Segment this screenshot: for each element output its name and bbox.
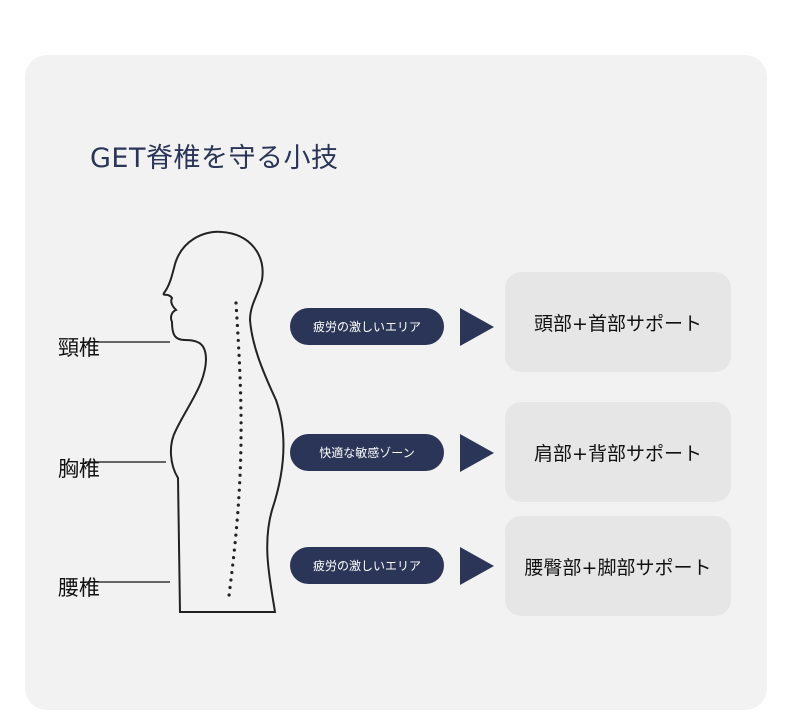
- spine-dot: [236, 331, 240, 335]
- support-box: 腰臀部+脚部サポート: [505, 516, 731, 616]
- spine-dot: [236, 503, 240, 507]
- label-lumbar: 腰椎: [58, 576, 100, 600]
- spine-dot: [232, 548, 236, 552]
- spine-dot: [237, 496, 241, 500]
- support-box: 肩部+背部サポート: [505, 402, 731, 502]
- spine-dot: [227, 593, 231, 597]
- arrow-right-icon: [460, 547, 494, 585]
- spine-dot: [238, 391, 243, 395]
- spine-dot: [234, 533, 238, 537]
- spine-dot: [238, 481, 242, 485]
- spine-dot: [239, 406, 243, 410]
- spine-dot: [234, 308, 239, 313]
- spine-dot: [238, 368, 242, 372]
- spine-dot: [239, 436, 243, 440]
- spine-dot: [238, 383, 242, 387]
- spine-dot: [235, 316, 239, 320]
- arrow-right-icon: [460, 434, 494, 472]
- spine-dot: [238, 473, 242, 477]
- tag-pill: 疲労の激しいエリア: [290, 308, 444, 345]
- spine-dot: [234, 526, 239, 530]
- spine-dot: [239, 451, 243, 455]
- label-thoracic: 胸椎: [58, 457, 100, 481]
- spine-dot: [234, 301, 238, 305]
- support-box: 頭部+首部サポート: [505, 272, 731, 372]
- label-cervical: 頸椎: [58, 336, 100, 360]
- spine-dot: [231, 563, 235, 567]
- spine-dot: [239, 413, 243, 417]
- spine-dot: [237, 346, 241, 350]
- spine-dot: [228, 585, 232, 590]
- tag-pill: 快適な敏感ゾーン: [290, 434, 444, 471]
- spine-dot: [233, 540, 237, 545]
- spine-dot: [239, 421, 243, 425]
- spine-dot: [235, 518, 239, 522]
- spine-dot: [236, 511, 240, 515]
- spine-dot: [235, 323, 239, 328]
- spine-dot: [238, 466, 242, 470]
- spine-dot: [237, 488, 241, 492]
- spine-dot: [239, 398, 243, 402]
- tag-pill: 疲労の激しいエリア: [290, 547, 444, 584]
- spine-dot: [239, 443, 243, 447]
- spine-dot: [239, 428, 243, 432]
- spine-dots: [227, 301, 243, 597]
- spine-dot: [237, 353, 241, 358]
- page-title: GET脊椎を守る小技: [90, 143, 339, 174]
- spine-dot: [230, 570, 234, 575]
- spine-dot: [239, 458, 243, 462]
- spine-dot: [231, 555, 236, 560]
- spine-dot: [238, 376, 242, 380]
- body-outline: [162, 230, 285, 613]
- spine-dot: [237, 361, 242, 365]
- spine-dot: [236, 338, 240, 343]
- arrow-right-icon: [460, 308, 494, 346]
- spine-dot: [229, 578, 233, 582]
